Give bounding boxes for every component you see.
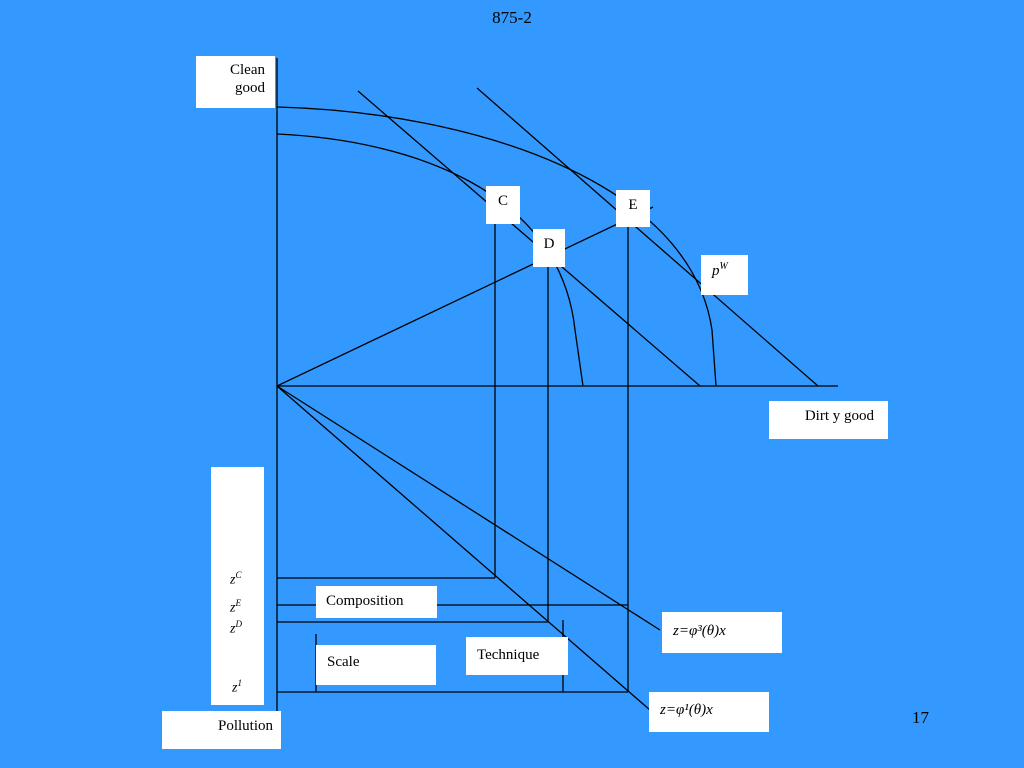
ray-line [276, 206, 654, 387]
pollution-levels-panel [211, 467, 264, 705]
price-line-right [476, 87, 819, 387]
scale-label: Scale [316, 645, 436, 685]
emission-line-3 [276, 385, 661, 631]
equation-phi1-label: z=φ¹(θ)x [649, 692, 769, 732]
composition-label: Composition [316, 586, 437, 618]
pollution-label: Pollution [162, 711, 281, 749]
slide-number: 17 [912, 708, 929, 727]
z-e-label: zE [230, 598, 241, 616]
dirty-good-label: Dirt y good [769, 401, 888, 439]
ppf-outer [276, 106, 717, 387]
equation-phi3-label: z=φ³(θ)x [662, 612, 782, 653]
point-c-label: C [486, 186, 520, 224]
z-d-label: zD [230, 619, 242, 637]
technique-label: Technique [466, 637, 568, 675]
z-1-label: z1 [232, 678, 242, 696]
slide-title: 875-2 [492, 8, 532, 27]
point-d-label: D [533, 229, 565, 267]
price-label: pW [701, 255, 748, 295]
point-e-label: E [616, 190, 650, 227]
clean-good-label: Clean good [196, 56, 275, 108]
price-line-left [357, 90, 701, 387]
ppf-inner [276, 133, 584, 387]
z-c-label: zC [230, 570, 242, 588]
emission-line-1 [276, 385, 651, 711]
